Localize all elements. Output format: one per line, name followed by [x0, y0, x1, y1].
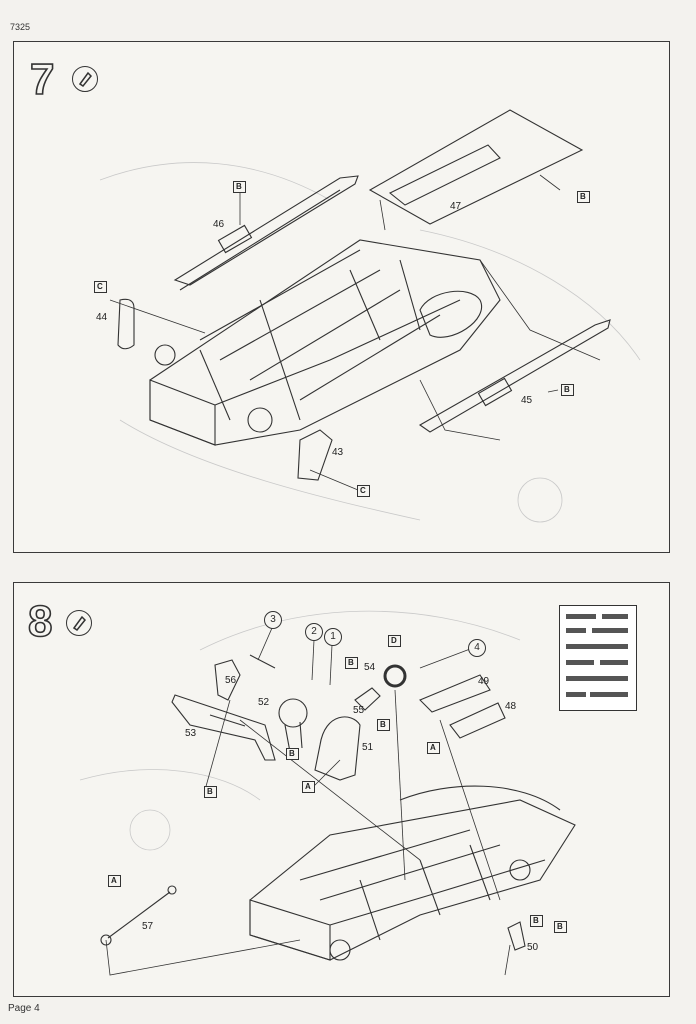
- step-7-panel: [13, 41, 670, 553]
- sub-assembly-marker: 3: [264, 611, 282, 629]
- part-label: 44: [96, 312, 108, 323]
- part-label: 56: [225, 675, 237, 686]
- kit-code: 7325: [10, 22, 31, 32]
- part-label: 49: [478, 676, 490, 687]
- sprue-tag: B: [561, 384, 574, 396]
- sprue-tag: D: [388, 635, 401, 647]
- sprue-tag: C: [94, 281, 107, 293]
- part-label: 54: [364, 662, 376, 673]
- part-label: 43: [332, 447, 344, 458]
- glue-icon: [66, 610, 92, 636]
- sprue-tag: C: [357, 485, 370, 497]
- step-8-number: 8: [27, 597, 53, 646]
- part-label: 51: [362, 742, 374, 753]
- part-label: 45: [521, 395, 533, 406]
- sprue-tag: B: [577, 191, 590, 203]
- part-label: 50: [527, 942, 539, 953]
- sprue-tag: B: [530, 915, 543, 927]
- sub-assembly-marker: 1: [324, 628, 342, 646]
- sprue-tag: B: [345, 657, 358, 669]
- sprue-tag: A: [108, 875, 121, 887]
- sprue-tag: A: [427, 742, 440, 754]
- sprue-tag: B: [286, 748, 299, 760]
- part-label: 57: [142, 921, 154, 932]
- part-label: 47: [450, 201, 462, 212]
- sub-assembly-marker: 2: [305, 623, 323, 641]
- part-label: 53: [185, 728, 197, 739]
- step-7-number: 7: [29, 55, 55, 104]
- sprue-tag: B: [554, 921, 567, 933]
- part-label: 48: [505, 701, 517, 712]
- sprue-tag: A: [302, 781, 315, 793]
- glue-icon: [72, 66, 98, 92]
- sprue-tag: B: [233, 181, 246, 193]
- page-number: Page 4: [8, 1003, 40, 1014]
- part-label: 46: [213, 219, 225, 230]
- part-label: 52: [258, 697, 270, 708]
- sub-assembly-marker: 4: [468, 639, 486, 657]
- sprue-tag: B: [377, 719, 390, 731]
- sprue-tag: B: [204, 786, 217, 798]
- part-label: 55: [353, 705, 365, 716]
- decal-sheet-thumbnail: [559, 605, 637, 711]
